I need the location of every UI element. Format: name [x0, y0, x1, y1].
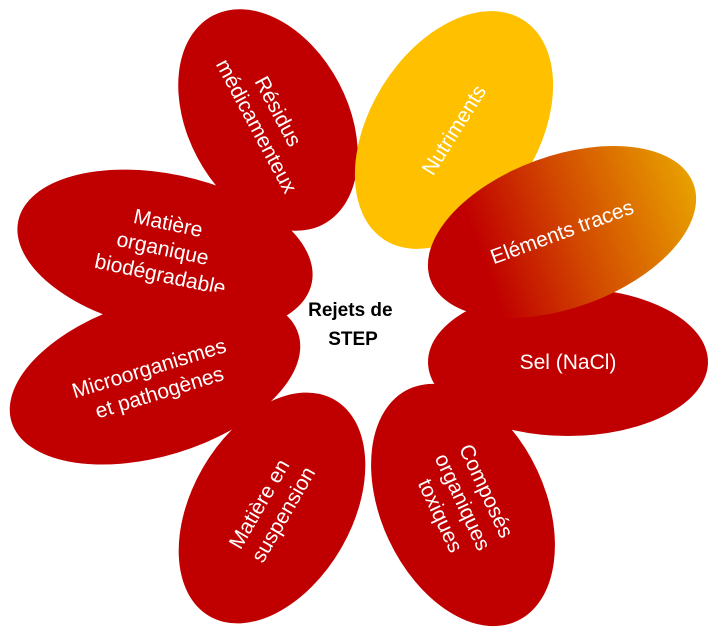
petal-elements: Eléments traces — [427, 146, 697, 318]
center-label-line-1: Rejets de — [308, 300, 392, 321]
petal-matiere-organique-shape — [17, 169, 313, 335]
petal-composes-shape — [371, 383, 555, 627]
petal-matiere-suspension-shape — [178, 392, 366, 624]
petal-microorganismes: Microorganismes et pathogènes — [9, 291, 301, 465]
petal-residus-shape — [178, 9, 358, 231]
petal-matiere-suspension: Matière en suspension — [178, 392, 366, 624]
petal-matiere-organique: Matière organique biodégradable — [17, 169, 313, 335]
petal-residus: Résidus médicamenteux — [178, 9, 358, 231]
petal-sel-label: Sel (NaCl) — [520, 351, 617, 374]
petal-sel-shape — [428, 288, 708, 436]
center-label: Rejets de STEP — [308, 300, 398, 350]
center-label-line-2: STEP — [328, 329, 378, 350]
petal-composes: Composés organiques toxiques — [371, 383, 555, 627]
petal-sel-line-1: Sel (NaCl) — [520, 351, 617, 374]
petal-microorganismes-shape — [9, 291, 301, 465]
petal-sel: Sel (NaCl) — [428, 288, 708, 436]
petal-elements-shape — [427, 146, 697, 318]
